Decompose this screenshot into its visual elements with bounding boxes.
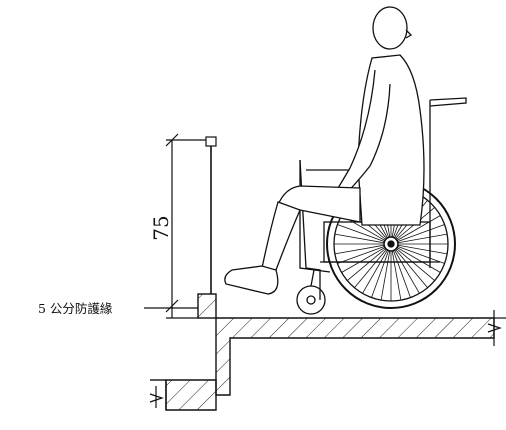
wheel-spoke bbox=[390, 243, 402, 301]
protective-edge-label: 5 公分防護緣 bbox=[38, 301, 113, 316]
wheel-spoke bbox=[341, 243, 392, 273]
person-lower-leg bbox=[261, 201, 301, 271]
wheel-spoke bbox=[390, 243, 441, 273]
wheel-spokes bbox=[334, 187, 448, 301]
person-head bbox=[372, 6, 408, 50]
wheel-spoke bbox=[390, 243, 445, 264]
wheel-spoke bbox=[334, 233, 392, 245]
floor-slab bbox=[165, 293, 495, 411]
wheel-spoke bbox=[371, 243, 392, 298]
break-symbol-right bbox=[487, 310, 502, 346]
seated-person bbox=[224, 6, 425, 295]
wheel-spoke bbox=[390, 243, 428, 288]
wheel-spoke bbox=[334, 243, 392, 255]
handrail-cap bbox=[205, 136, 217, 147]
wheel-spoke bbox=[337, 243, 392, 264]
wheel-spoke bbox=[390, 224, 445, 245]
wheel-spoke bbox=[390, 207, 435, 245]
dimension-75 bbox=[165, 133, 217, 319]
wheel-spoke bbox=[390, 243, 411, 298]
front-caster bbox=[296, 285, 326, 315]
dimension-label: 75 bbox=[149, 215, 173, 240]
wheel-spoke bbox=[390, 215, 441, 245]
person-foot bbox=[224, 265, 279, 295]
wheel-spoke bbox=[390, 233, 448, 245]
wheel-spoke bbox=[390, 243, 448, 255]
wheel-spoke bbox=[380, 243, 392, 301]
protective-edge-curb bbox=[197, 293, 217, 319]
wheel-spoke bbox=[362, 243, 392, 294]
break-symbol-left bbox=[149, 386, 164, 408]
wheel-spoke bbox=[390, 243, 420, 294]
wheel-spoke bbox=[337, 224, 392, 245]
wheel-spoke bbox=[354, 243, 392, 288]
